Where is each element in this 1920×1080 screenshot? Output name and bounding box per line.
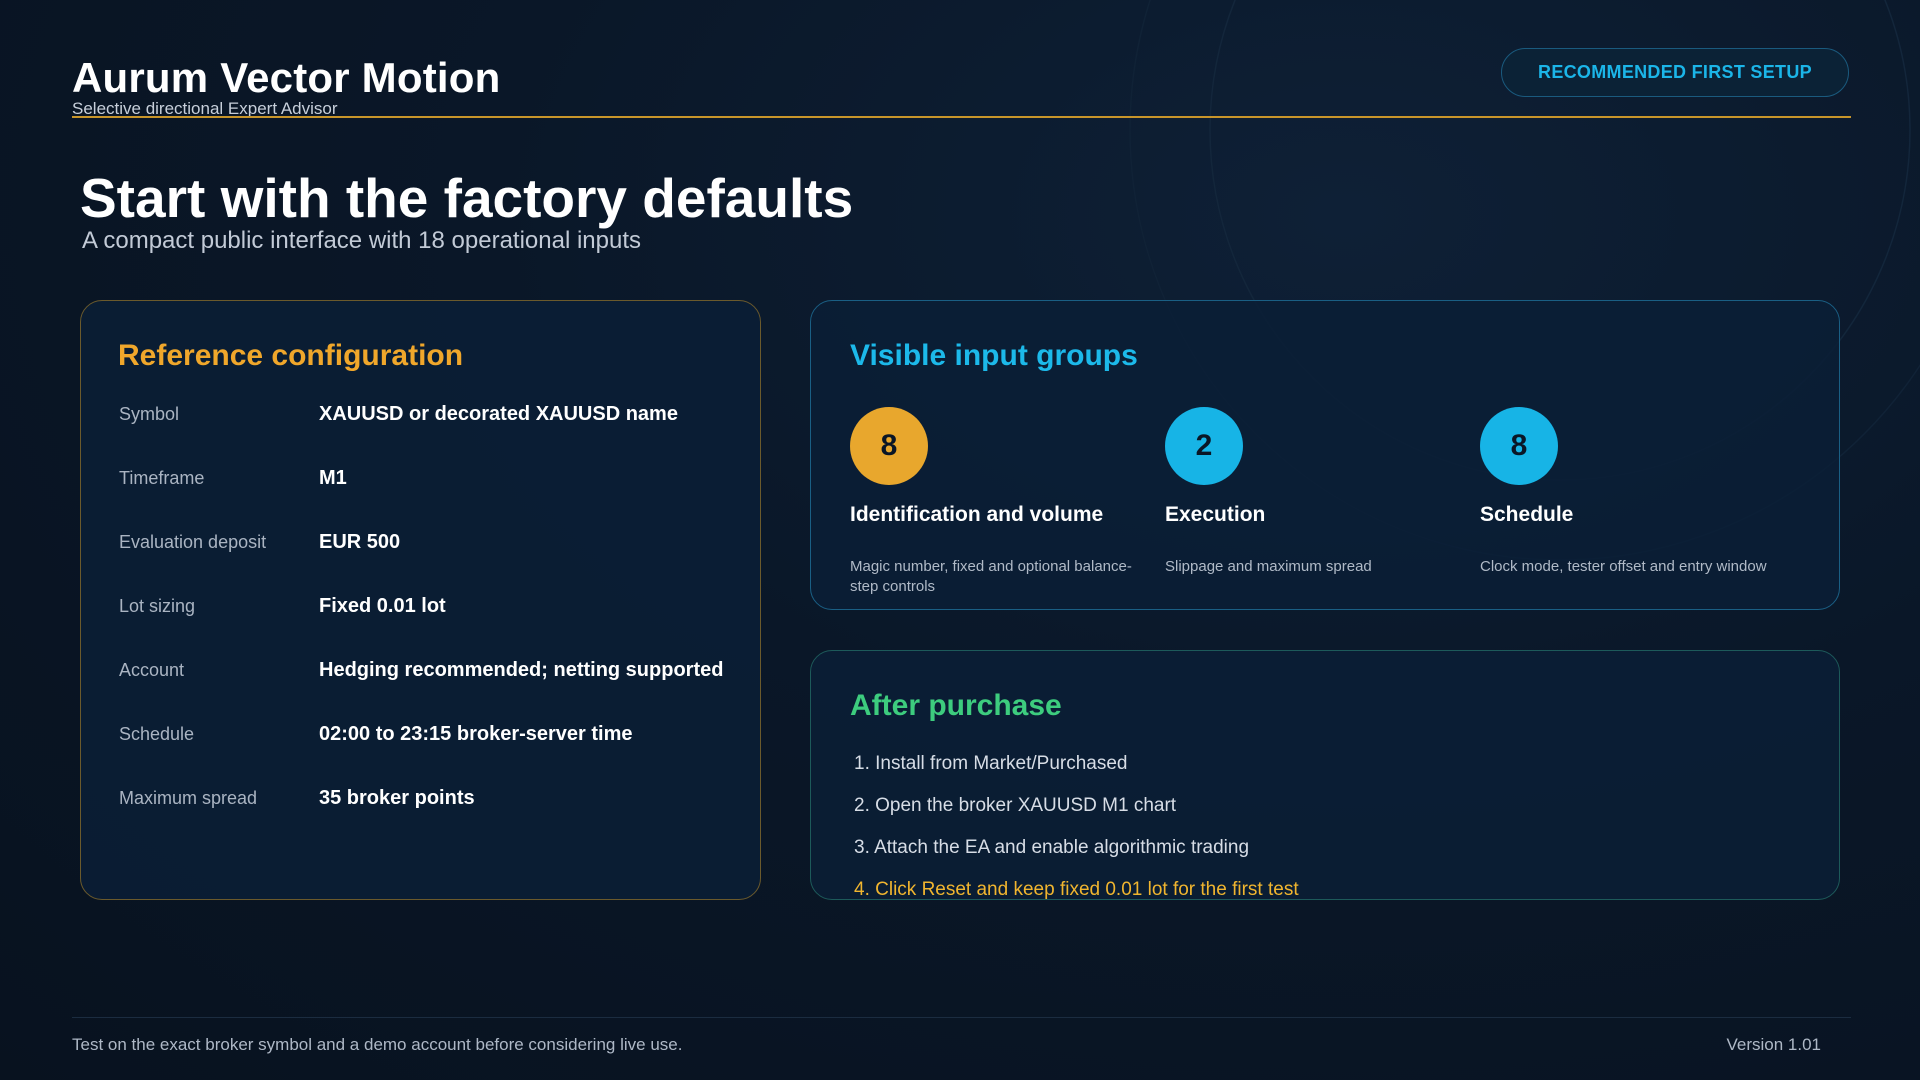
step-item: 1. Install from Market/Purchased xyxy=(854,753,1128,774)
config-row-deposit: Evaluation deposit EUR 500 xyxy=(119,527,739,557)
group-name: Execution xyxy=(1165,503,1266,526)
app-title: Aurum Vector Motion xyxy=(72,54,501,101)
recommended-setup-badge: RECOMMENDED FIRST SETUP xyxy=(1501,48,1849,97)
reference-card-title: Reference configuration xyxy=(118,339,464,372)
config-value: Hedging recommended; netting supported xyxy=(319,658,724,681)
group-name: Schedule xyxy=(1480,503,1574,526)
config-label: Maximum spread xyxy=(119,787,258,808)
config-row-schedule: Schedule 02:00 to 23:15 broker-server ti… xyxy=(119,719,739,749)
group-description: Magic number, fixed and optional balance… xyxy=(850,558,1132,595)
group-count-badge: 2 xyxy=(1165,407,1243,485)
after-purchase-card: After purchase 1. Install from Market/Pu… xyxy=(810,650,1840,900)
config-row-symbol: Symbol XAUUSD or decorated XAUUSD name xyxy=(119,399,739,429)
app-header: Aurum Vector Motion Selective directiona… xyxy=(72,54,500,118)
step-item-highlight: 4. Click Reset and keep fixed 0.01 lot f… xyxy=(854,879,1299,900)
config-row-account: Account Hedging recommended; netting sup… xyxy=(119,655,739,685)
purchase-steps-list: 1. Install from Market/Purchased 2. Open… xyxy=(854,749,1299,917)
groups-card-title: Visible input groups xyxy=(850,339,1138,372)
config-value: Fixed 0.01 lot xyxy=(319,594,446,617)
config-row-lot-sizing: Lot sizing Fixed 0.01 lot xyxy=(119,591,739,621)
config-value: M1 xyxy=(319,466,347,489)
step-item: 3. Attach the EA and enable algorithmic … xyxy=(854,837,1250,858)
config-value: 02:00 to 23:15 broker-server time xyxy=(319,722,633,745)
group-description: Clock mode, tester offset and entry wind… xyxy=(1480,558,1767,575)
footer-divider xyxy=(72,1017,1851,1018)
app-subtitle: Selective directional Expert Advisor xyxy=(72,99,338,118)
visible-input-groups-card: Visible input groups 8 Identification an… xyxy=(810,300,1840,610)
group-execution: 2 Execution Slippage and maximum spread xyxy=(1165,407,1455,577)
group-count-badge: 8 xyxy=(1480,407,1558,485)
config-label: Lot sizing xyxy=(119,595,196,616)
config-value: 35 broker points xyxy=(319,786,475,809)
config-label: Evaluation deposit xyxy=(119,531,267,552)
config-label: Account xyxy=(119,659,185,680)
group-name: Identification and volume xyxy=(850,503,1104,526)
reference-configuration-card: Reference configuration Symbol XAUUSD or… xyxy=(80,300,761,900)
config-label: Schedule xyxy=(119,723,195,744)
version-label: Version 1.01 xyxy=(1726,1035,1821,1054)
config-row-max-spread: Maximum spread 35 broker points xyxy=(119,783,739,813)
footer-note: Test on the exact broker symbol and a de… xyxy=(72,1035,683,1054)
config-value: XAUUSD or decorated XAUUSD name xyxy=(319,402,678,425)
header-divider xyxy=(72,116,1851,118)
config-row-timeframe: Timeframe M1 xyxy=(119,463,739,493)
after-card-title: After purchase xyxy=(850,689,1062,722)
config-label: Timeframe xyxy=(119,467,205,488)
group-schedule: 8 Schedule Clock mode, tester offset and… xyxy=(1480,407,1770,577)
page-subtitle: A compact public interface with 18 opera… xyxy=(82,227,641,254)
config-label: Symbol xyxy=(119,403,180,424)
group-identification-volume: 8 Identification and volume Magic number… xyxy=(850,407,1140,597)
group-description: Slippage and maximum spread xyxy=(1165,558,1372,575)
step-item: 2. Open the broker XAUUSD M1 chart xyxy=(854,795,1177,816)
page-title: Start with the factory defaults xyxy=(80,167,854,229)
config-value: EUR 500 xyxy=(319,530,401,553)
group-count-badge: 8 xyxy=(850,407,928,485)
